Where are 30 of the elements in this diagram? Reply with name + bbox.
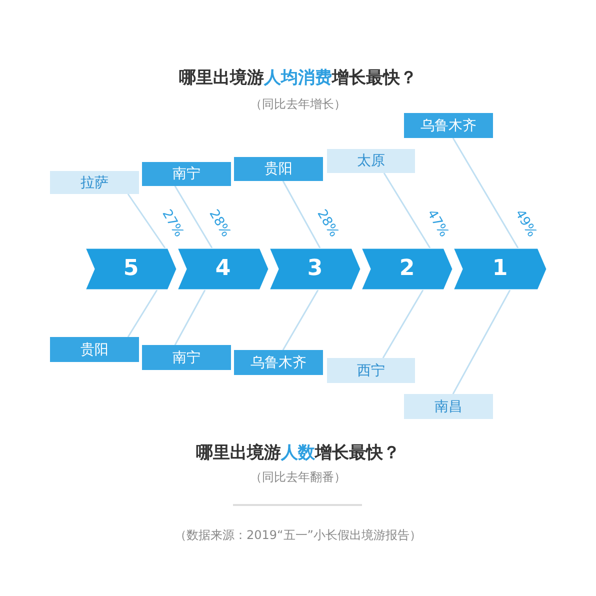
city-box: 贵阳 <box>50 337 139 362</box>
city-box: 乌鲁木齐 <box>234 350 323 375</box>
connector-line <box>282 290 319 350</box>
connector-line <box>282 180 321 248</box>
chevron-step: 5 <box>85 248 177 290</box>
city-box: 南昌 <box>404 394 493 419</box>
connector-line <box>452 290 511 394</box>
chevron-step: 2 <box>361 248 453 290</box>
city-box: 西宁 <box>327 358 415 383</box>
heading: 哪里出境游人数增长最快？ <box>195 442 401 464</box>
connector-line <box>174 290 206 346</box>
source-note: （数据来源：2019“五一”小长假出境游报告） <box>174 527 422 544</box>
subheading: （同比去年增长） <box>249 96 347 113</box>
connector-line <box>127 290 158 338</box>
connector-line <box>127 194 166 248</box>
connector-line <box>382 290 424 358</box>
connector-line <box>383 172 431 248</box>
chevron-step: 3 <box>269 248 361 290</box>
chevron-step: 1 <box>453 248 547 290</box>
city-box: 乌鲁木齐 <box>404 113 493 138</box>
connector-line <box>452 138 519 248</box>
heading: 哪里出境游人均消费增长最快？ <box>178 67 418 89</box>
city-box: 南宁 <box>142 162 231 186</box>
city-box: 贵阳 <box>234 157 323 181</box>
subheading: （同比去年翻番） <box>249 469 347 486</box>
chevron-step: 4 <box>177 248 269 290</box>
city-box: 太原 <box>327 149 415 173</box>
connector-line <box>174 186 213 248</box>
city-box: 拉萨 <box>50 171 139 194</box>
city-box: 南宁 <box>142 345 231 370</box>
